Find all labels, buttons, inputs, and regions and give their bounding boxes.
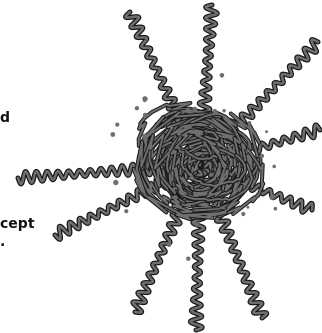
scatter-dot xyxy=(113,180,118,185)
scatter-dot xyxy=(274,207,278,211)
scatter-dot xyxy=(247,206,250,209)
scatter-dot xyxy=(265,130,268,133)
scatter-dot xyxy=(142,134,147,139)
scatter-dot xyxy=(115,123,119,127)
scatter-dot xyxy=(222,109,225,112)
scatter-dot xyxy=(241,212,245,216)
scatter-dot xyxy=(185,108,190,113)
scatter-dot xyxy=(270,195,275,200)
text-fragment: d xyxy=(0,110,10,126)
scatter-dot xyxy=(272,165,276,169)
scatter-dot xyxy=(110,132,115,137)
scatter-dot xyxy=(148,188,153,193)
scatter-dot xyxy=(143,99,146,102)
scatter-dot xyxy=(248,121,252,125)
scatter-dot xyxy=(220,73,225,78)
scatter-dot xyxy=(193,107,197,111)
scatter-dot xyxy=(124,209,128,213)
text-fragment: cept xyxy=(0,216,35,232)
scatter-dot xyxy=(135,106,139,110)
scatter-dot xyxy=(194,222,199,227)
scatter-dot xyxy=(260,154,264,158)
text-fragment: . xyxy=(0,234,5,250)
scatter-dot xyxy=(186,257,190,261)
scatter-dot xyxy=(167,243,171,247)
scatter-dot xyxy=(143,113,148,118)
scatter-dot xyxy=(213,109,218,114)
